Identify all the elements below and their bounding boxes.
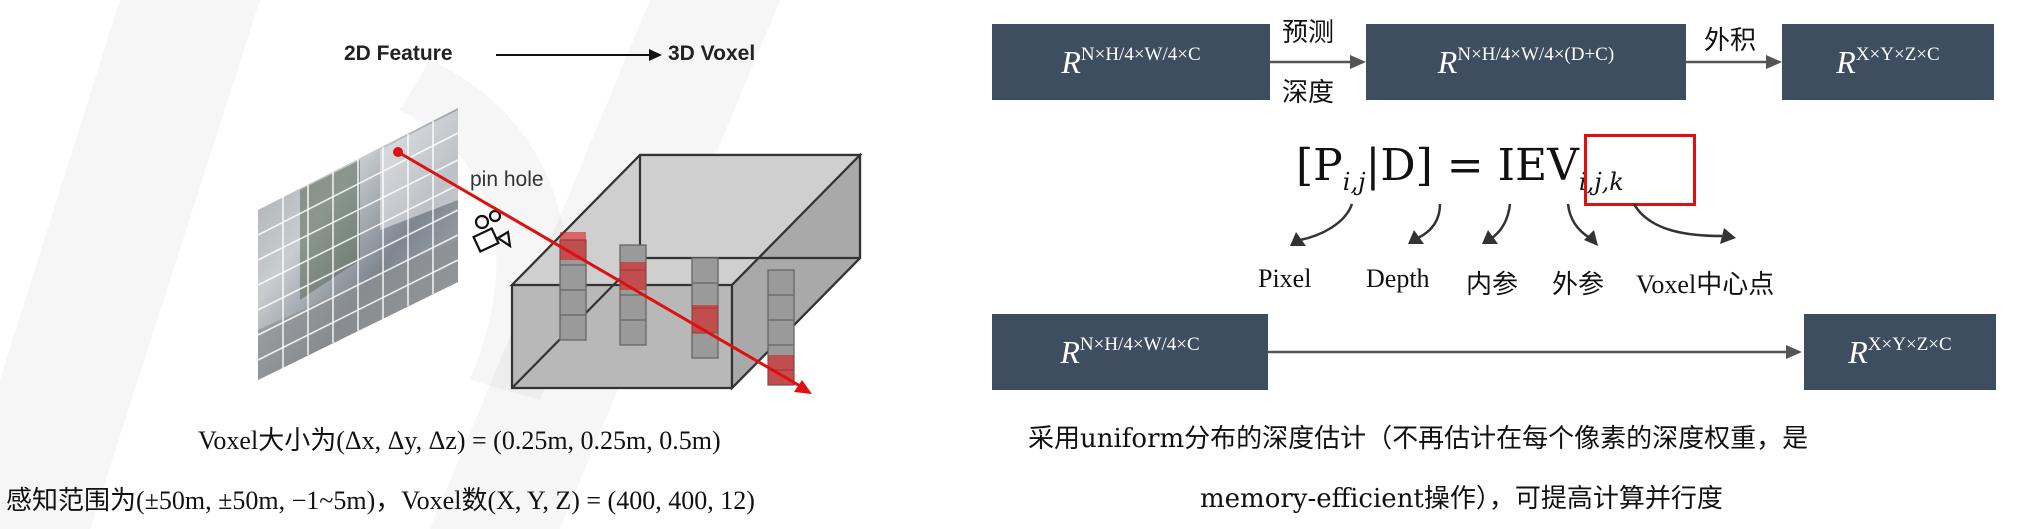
projection-formula: [Pi,j|D] = IEVi,j,k bbox=[1296, 140, 1624, 196]
formula-lhs-sub: i,j bbox=[1342, 168, 1366, 196]
outer-product-arrow bbox=[1686, 55, 1782, 69]
box4-base: R bbox=[1060, 333, 1080, 370]
projection-ray bbox=[393, 147, 812, 394]
perception-range-caption: 感知范围为(±50m, ±50m, −1~5m)，Voxel数(X, Y, Z)… bbox=[6, 486, 755, 515]
feature-label: 2D Feature bbox=[344, 42, 453, 65]
input-feature-box-2: RN×H/4×W/4×C bbox=[992, 314, 1268, 390]
box5-base: R bbox=[1848, 333, 1868, 370]
box1-shape: N×H/4×W/4×C bbox=[1080, 43, 1201, 65]
formula-mid: |D] = IE bbox=[1365, 140, 1548, 191]
box3-shape: X×Y×Z×C bbox=[1855, 43, 1940, 65]
box2-base: R bbox=[1437, 43, 1458, 80]
voxel-projection-figure bbox=[257, 108, 863, 394]
term-voxel-center: Voxel中心点 bbox=[1636, 270, 1775, 299]
formula-pointer-arrows bbox=[1290, 203, 1736, 246]
arrow1-bottom-label: 深度 bbox=[1282, 78, 1335, 108]
feature-to-voxel-arrow bbox=[496, 49, 662, 61]
voxel-center-highlight bbox=[1584, 134, 1696, 206]
formula-v: V bbox=[1547, 140, 1579, 191]
voxel-feature-box-2: RX×Y×Z×C bbox=[1804, 314, 1996, 390]
box4-shape: N×H/4×W/4×C bbox=[1079, 333, 1200, 355]
depth-feature-box: RN×H/4×W/4×(D+C) bbox=[1366, 24, 1686, 100]
formula-lhs: [P bbox=[1296, 140, 1343, 191]
description-line1: 采用uniform分布的深度估计（不再估计在每个像素的深度权重，是 bbox=[1028, 424, 1809, 454]
box1-base: R bbox=[1061, 43, 1081, 80]
voxel-label: 3D Voxel bbox=[668, 42, 756, 65]
term-pixel: Pixel bbox=[1258, 264, 1312, 293]
term-depth: Depth bbox=[1366, 264, 1430, 293]
pinhole-label: pin hole bbox=[470, 168, 544, 191]
arrow2-top-label: 外积 bbox=[1704, 26, 1757, 56]
box5-shape: X×Y×Z×C bbox=[1867, 333, 1952, 355]
input-feature-box: RN×H/4×W/4×C bbox=[992, 24, 1270, 100]
box3-base: R bbox=[1836, 43, 1856, 80]
predict-depth-arrow bbox=[1270, 55, 1366, 69]
image-plane bbox=[257, 108, 459, 380]
voxel-size-caption: Voxel大小为(Δx, Δy, Δz) = (0.25m, 0.25m, 0.… bbox=[198, 426, 721, 455]
term-intrinsics: 内参 bbox=[1466, 270, 1519, 299]
direct-mapping-arrow bbox=[1268, 345, 1802, 359]
camera-icon bbox=[472, 209, 512, 253]
arrow1-top-label: 预测 bbox=[1282, 18, 1335, 48]
voxel-feature-box: RX×Y×Z×C bbox=[1782, 24, 1994, 100]
description-line2: memory-efficient操作），可提高计算并行度 bbox=[1200, 484, 1723, 514]
box2-shape: N×H/4×W/4×(D+C) bbox=[1457, 43, 1615, 65]
term-extrinsics: 外参 bbox=[1552, 270, 1605, 299]
